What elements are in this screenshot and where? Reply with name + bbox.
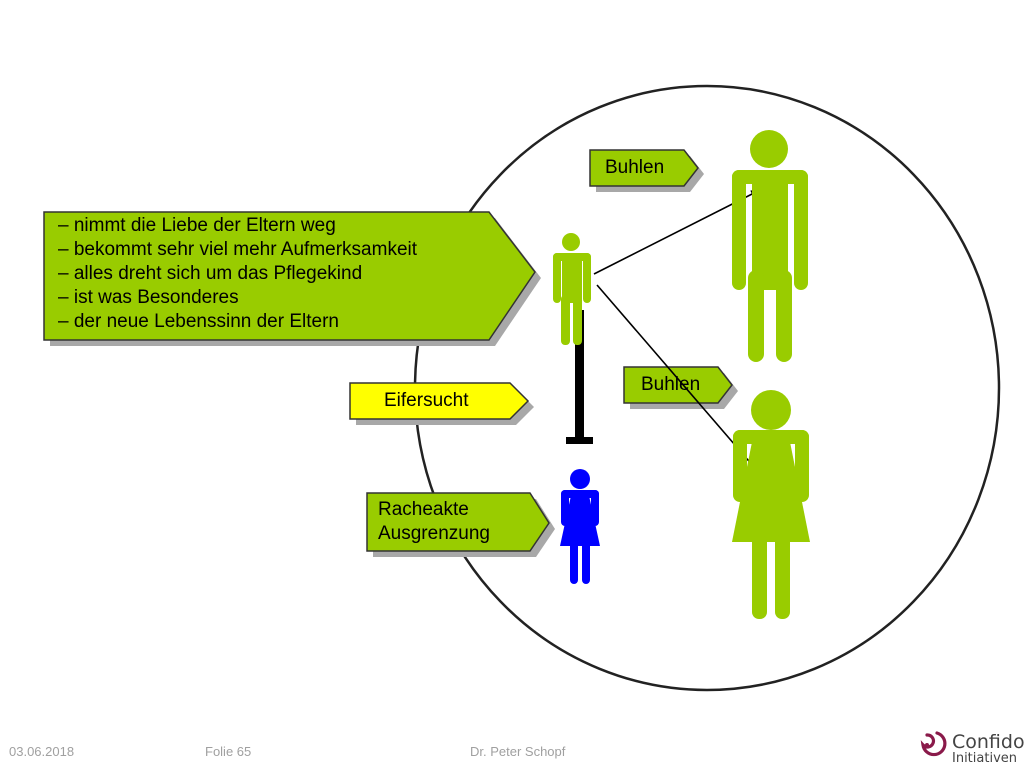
foster-child-figure xyxy=(553,233,591,345)
info-line: – der neue Lebenssinn der Eltern xyxy=(58,311,339,332)
blocking-bar xyxy=(566,310,593,444)
footer-author: Dr. Peter Schopf xyxy=(470,744,566,759)
buhlen-top-label: Buhlen xyxy=(605,157,665,178)
racheakte-label: Racheakte Ausgrenzung xyxy=(378,498,490,546)
logo-line-1: Confido xyxy=(952,731,1024,753)
mother-figure xyxy=(732,390,810,619)
info-line: – alles dreht sich um das Pflegekind xyxy=(58,263,363,284)
racheakte-line-2: Ausgrenzung xyxy=(378,523,490,544)
buhlen-top-tag xyxy=(589,149,704,192)
confido-logo-icon xyxy=(920,731,947,757)
buhlen-middle-tag xyxy=(623,366,738,409)
info-line: – ist was Besonderes xyxy=(58,287,239,308)
buhlen-middle-label: Buhlen xyxy=(641,374,701,395)
racheakte-tag xyxy=(366,492,555,557)
eifersucht-label: Eifersucht xyxy=(384,390,469,411)
racheakte-line-1: Racheakte xyxy=(378,499,469,520)
father-figure xyxy=(732,130,808,362)
info-box xyxy=(43,211,541,346)
footer-slide-number: Folie 65 xyxy=(205,744,252,759)
arrow-to-mother xyxy=(596,284,761,475)
own-child-figure xyxy=(560,469,600,584)
logo-line-2: Initiativen xyxy=(952,751,1017,766)
eifersucht-tag xyxy=(349,382,534,425)
info-line: – bekommt sehr viel mehr Aufmerksamkeit xyxy=(58,239,418,260)
info-line: – nimmt die Liebe der Eltern weg xyxy=(58,215,336,236)
footer-date: 03.06.2018 xyxy=(9,744,75,759)
info-box-text: – nimmt die Liebe der Eltern weg – bekom… xyxy=(58,214,417,334)
